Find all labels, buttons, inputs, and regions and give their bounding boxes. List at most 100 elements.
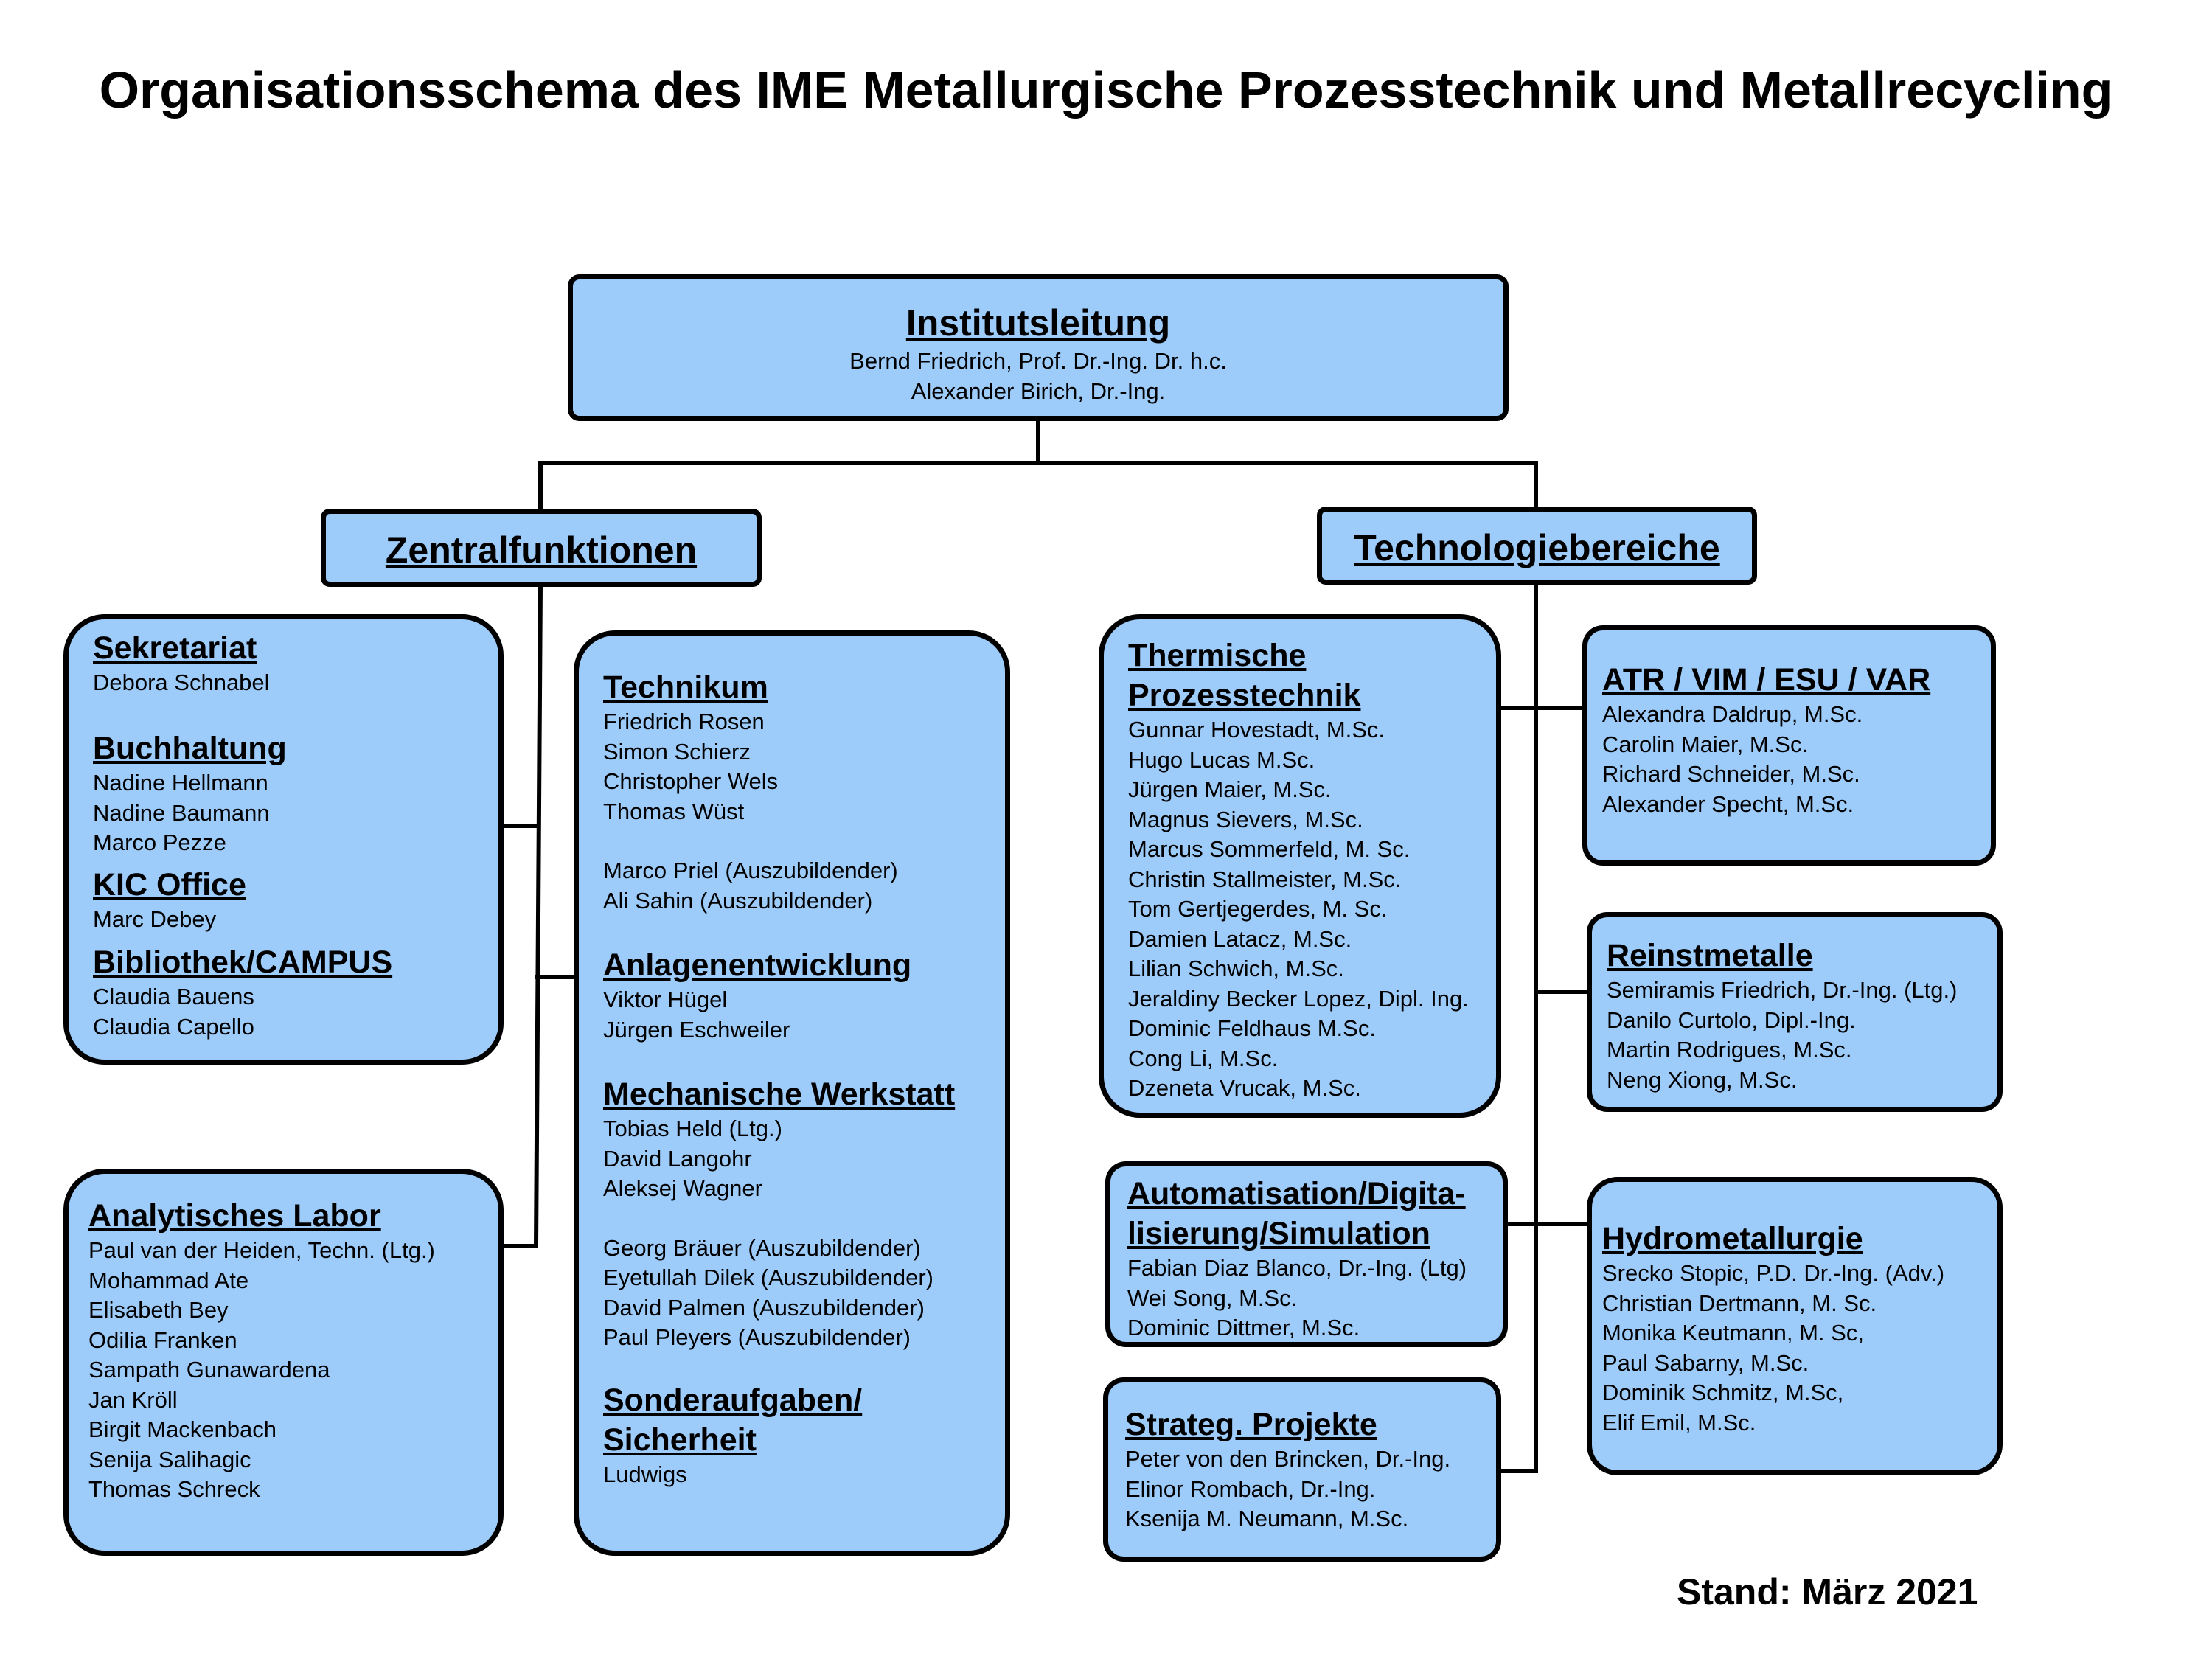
person-name: Marco Pezze [93,830,226,855]
person-name: Richard Schneider, M.Sc. [1602,761,1860,787]
person-name: Christin Stallmeister, M.Sc. [1128,866,1402,892]
reinstmetalle-box: Reinstmetalle Semiramis Friedrich, Dr.-I… [1587,912,2003,1112]
leitung-member: Bernd Friedrich, Prof. Dr.-Ing. Dr. h.c. [849,348,1227,374]
technik-box: Technikum Friedrich Rosen Simon Schierz … [574,630,1010,1556]
person-name: Wei Song, M.Sc. [1127,1284,1298,1311]
person-name: Fabian Diaz Blanco, Dr.-Ing. (Ltg) [1127,1255,1467,1281]
person-name: Tobias Held (Ltg.) [603,1116,782,1141]
institutsleitung-box: Institutsleitung Bernd Friedrich, Prof. … [568,274,1509,421]
buchhaltung-section: Buchhaltung Nadine Hellmann Nadine Bauma… [93,728,287,858]
section-heading: Technikum [603,669,768,705]
person-name: Danilo Curtolo, Dipl.-Ing. [1607,1006,1856,1033]
person-name: Martin Rodrigues, M.Sc. [1607,1037,1852,1062]
technologiebereiche-box: Technologiebereiche [1317,507,1757,585]
person-name: Jan Kröll [88,1386,178,1413]
person-name: Birgit Mackenbach [88,1416,277,1442]
person-name: Cong Li, M.Sc. [1128,1045,1279,1071]
section-heading: Automatisation/Digita- [1127,1176,1466,1211]
person-name: Alexander Specht, M.Sc. [1602,790,1854,817]
strateg-projekte-section: Strateg. Projekte Peter von den Brincken… [1125,1405,1450,1534]
person-name: Claudia Capello [93,1013,254,1040]
person-name: Thomas Schreck [88,1476,260,1502]
person-name: Christian Dertmann, M. Sc. [1602,1290,1877,1316]
thermische-prozesstechnik-section: Thermische Prozesstechnik Gunnar Hovesta… [1128,636,1469,1104]
stand-date: Stand: März 2021 [1677,1571,1978,1613]
automatisation-section: Automatisation/Digita- lisierung/Simulat… [1127,1174,1467,1342]
sonderaufgaben-section: Sonderaufgaben/ Sicherheit Ludwigs [603,1380,862,1490]
section-heading: KIC Office [93,867,246,902]
trainee-name: David Palmen (Auszubildender) [603,1294,925,1321]
person-name: Monika Keutmann, M. Sc, [1602,1320,1864,1346]
section-heading: Mechanische Werkstatt [603,1077,956,1112]
person-name: Magnus Sievers, M.Sc. [1128,806,1363,832]
person-name: Alexandra Daldrup, M.Sc. [1602,701,1863,727]
person-name: Paul Sabarny, M.Sc. [1602,1349,1809,1376]
section-heading: lisierung/Simulation [1127,1216,1430,1251]
technologiebereiche-heading: Technologiebereiche [1354,527,1720,568]
hydrometallurgie-box: Hydrometallurgie Srecko Stopic, P.D. Dr.… [1587,1177,2003,1475]
section-heading: Thermische [1128,638,1307,673]
strateg-projekte-box: Strateg. Projekte Peter von den Brincken… [1103,1377,1501,1562]
technikum-section: Technikum Friedrich Rosen Simon Schierz … [603,667,898,916]
section-heading: Reinstmetalle [1607,938,1813,973]
person-name: Paul van der Heiden, Techn. (Ltg.) [88,1237,435,1263]
analytisches-labor-box: Analytisches Labor Paul van der Heiden, … [63,1169,504,1556]
person-name: Friedrich Rosen [603,709,765,734]
section-heading: Analytisches Labor [88,1198,381,1234]
anlagenentwicklung-section: Anlagenentwicklung Viktor Hügel Jürgen E… [603,945,911,1045]
institutsleitung-heading: Institutsleitung [905,302,1171,344]
kic-office-section: KIC Office Marc Debey [93,865,246,935]
person-name: Srecko Stopic, P.D. Dr.-Ing. (Adv.) [1602,1260,1945,1286]
person-name: Gunnar Hovestadt, M.Sc. [1128,717,1385,742]
bibliothek-section: Bibliothek/CAMPUS Claudia Bauens Claudia… [93,942,392,1042]
section-heading: Buchhaltung [93,731,287,766]
person-name: Elinor Rombach, Dr.-Ing. [1125,1475,1376,1502]
person-name: Dominic Feldhaus M.Sc. [1128,1015,1376,1041]
trainee-name: Paul Pleyers (Auszubildender) [603,1324,911,1350]
zentralfunktionen-box: Zentralfunktionen [321,509,762,587]
person-name: Lilian Schwich, M.Sc. [1128,956,1344,981]
person-name: Simon Schierz [603,738,751,765]
automatisation-box: Automatisation/Digita- lisierung/Simulat… [1105,1161,1508,1347]
section-heading: Sekretariat [93,630,257,666]
section-heading: ATR / VIM / ESU / VAR [1602,662,1931,698]
person-name: Aleksej Wagner [603,1175,762,1201]
person-name: Peter von den Brincken, Dr.-Ing. [1125,1446,1451,1472]
person-name: Debora Schnabel [93,669,270,695]
trainee-name: Eyetullah Dilek (Auszubildender) [603,1265,934,1290]
trainee-name: Georg Bräuer (Auszubildender) [603,1234,921,1261]
atr-vim-esu-var-box: ATR / VIM / ESU / VAR Alexandra Daldrup,… [1582,625,1996,866]
person-name: Thomas Wüst [603,798,745,824]
person-name: Claudia Bauens [93,984,254,1009]
person-name: Semiramis Friedrich, Dr.-Ing. (Ltg.) [1607,977,1958,1003]
trainee-name: Marco Priel (Auszubildender) [603,858,898,883]
person-name: Carolin Maier, M.Sc. [1602,731,1809,757]
section-heading: Anlagenentwicklung [603,947,912,983]
person-name: Marcus Sommerfeld, M. Sc. [1128,836,1411,862]
reinstmetalle-section: Reinstmetalle Semiramis Friedrich, Dr.-I… [1607,936,1957,1095]
section-heading: Sonderaufgaben/ [603,1382,863,1418]
trainee-name: Ali Sahin (Auszubildender) [603,887,873,914]
verwaltung-box: Sekretariat Debora Schnabel Buchhaltung … [63,614,504,1065]
person-name: Ludwigs [603,1461,687,1487]
leitung-member: Alexander Birich, Dr.-Ing. [911,378,1166,404]
person-name: Senija Salihagic [88,1446,251,1472]
person-name: Nadine Baumann [93,799,270,826]
person-name: Dominic Dittmer, M.Sc. [1127,1315,1360,1340]
person-name: Jürgen Maier, M.Sc. [1128,776,1332,802]
person-name: Tom Gertjegerdes, M. Sc. [1128,896,1388,922]
mechanische-werkstatt-section: Mechanische Werkstatt Tobias Held (Ltg.)… [603,1074,955,1353]
person-name: Viktor Hügel [603,987,728,1012]
hydrometallurgie-section: Hydrometallurgie Srecko Stopic, P.D. Dr.… [1602,1219,1944,1438]
section-heading: Prozesstechnik [1128,678,1361,713]
person-name: Christopher Wels [603,768,779,794]
person-name: Hugo Lucas M.Sc. [1128,746,1315,773]
person-name: Sampath Gunawardena [88,1357,330,1382]
person-name: Nadine Hellmann [93,770,268,796]
person-name: Marc Debey [93,906,217,932]
sekretariat-section: Sekretariat Debora Schnabel [93,628,270,698]
person-name: Jeraldiny Becker Lopez, Dipl. Ing. [1128,985,1469,1012]
person-name: Damien Latacz, M.Sc. [1128,925,1352,952]
section-heading: Bibliothek/CAMPUS [93,945,393,980]
